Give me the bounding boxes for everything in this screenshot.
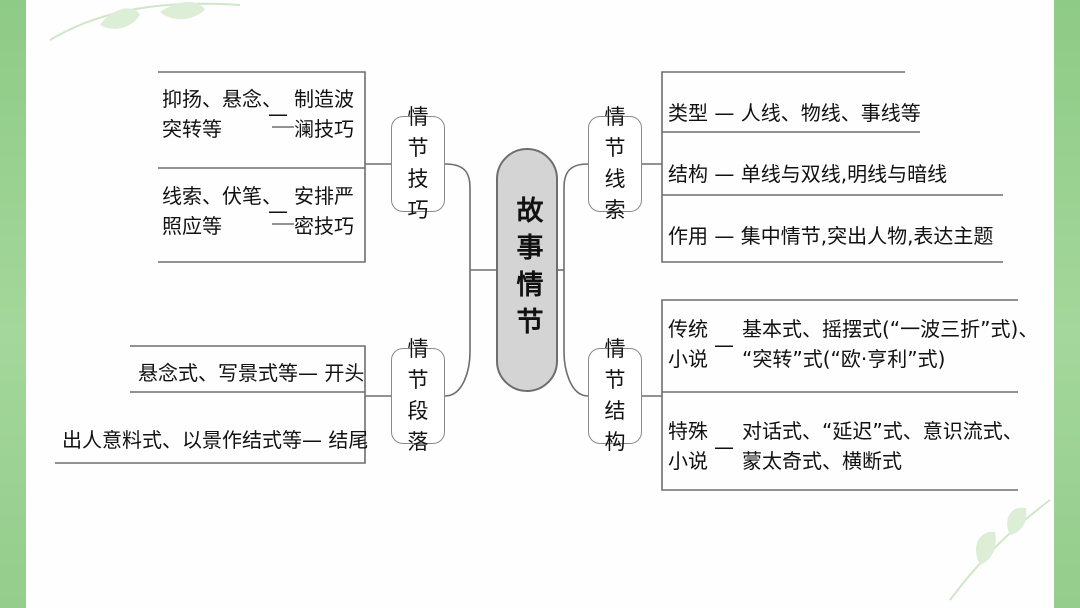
node-plot-clue: 情节 线索 (588, 105, 642, 222)
paragraph-item-ending: 出人意料式、以景作结式等— 结尾 (62, 428, 369, 452)
connector-right-branches (563, 163, 589, 397)
structure-item-special-right: 对话式、“延迟”式、意识流式、 蒙太奇式、横断式 (742, 419, 1023, 473)
skill-item-1-right: 制造波 澜技巧 (294, 87, 354, 141)
leaf-decoration-bottom-right-icon (949, 499, 1051, 601)
skill-item-1-left: 抑扬、悬念、 突转等 (162, 87, 282, 141)
structure-item-special-dash: — (714, 435, 734, 459)
leaf-decoration-top-left-icon (49, 2, 241, 41)
bracket-skill (158, 71, 366, 263)
skill-item-2-right: 安排严 密技巧 (294, 184, 354, 238)
node-plot-skill: 情节 技巧 (391, 105, 445, 222)
skill-item-2-dash: — (268, 199, 288, 223)
bracket-structure (661, 299, 1018, 491)
left-green-border (0, 0, 26, 608)
bracket-clue (661, 71, 1003, 263)
root-node-story-plot: 故事情节 (496, 148, 558, 392)
clue-item-structure: 结构 — 单线与双线,明线与暗线 (668, 162, 948, 186)
skill-item-2-left: 线索、伏笔、 照应等 (162, 184, 282, 238)
right-green-border (1054, 0, 1080, 608)
structure-item-traditional-dash: — (714, 333, 734, 357)
skill-item-1-dash: — (268, 102, 288, 126)
connector-left-branches (444, 163, 471, 397)
clue-item-type: 类型 — 人线、物线、事线等 (668, 101, 921, 125)
bracket-paragraph (55, 345, 366, 464)
node-plot-structure: 情节 结构 (588, 337, 642, 454)
node-plot-paragraph: 情节 段落 (391, 337, 445, 454)
structure-item-traditional-right: 基本式、摇摆式(“一波三折”式)、 “突转”式(“欧·亨利”式) (742, 317, 1039, 371)
paragraph-item-opening: 悬念式、写景式等— 开头 (138, 361, 365, 385)
structure-item-traditional-left: 传统 小说 (668, 317, 708, 371)
structure-item-special-left: 特殊 小说 (668, 419, 708, 473)
clue-item-function: 作用 — 集中情节,突出人物,表达主题 (668, 224, 994, 248)
